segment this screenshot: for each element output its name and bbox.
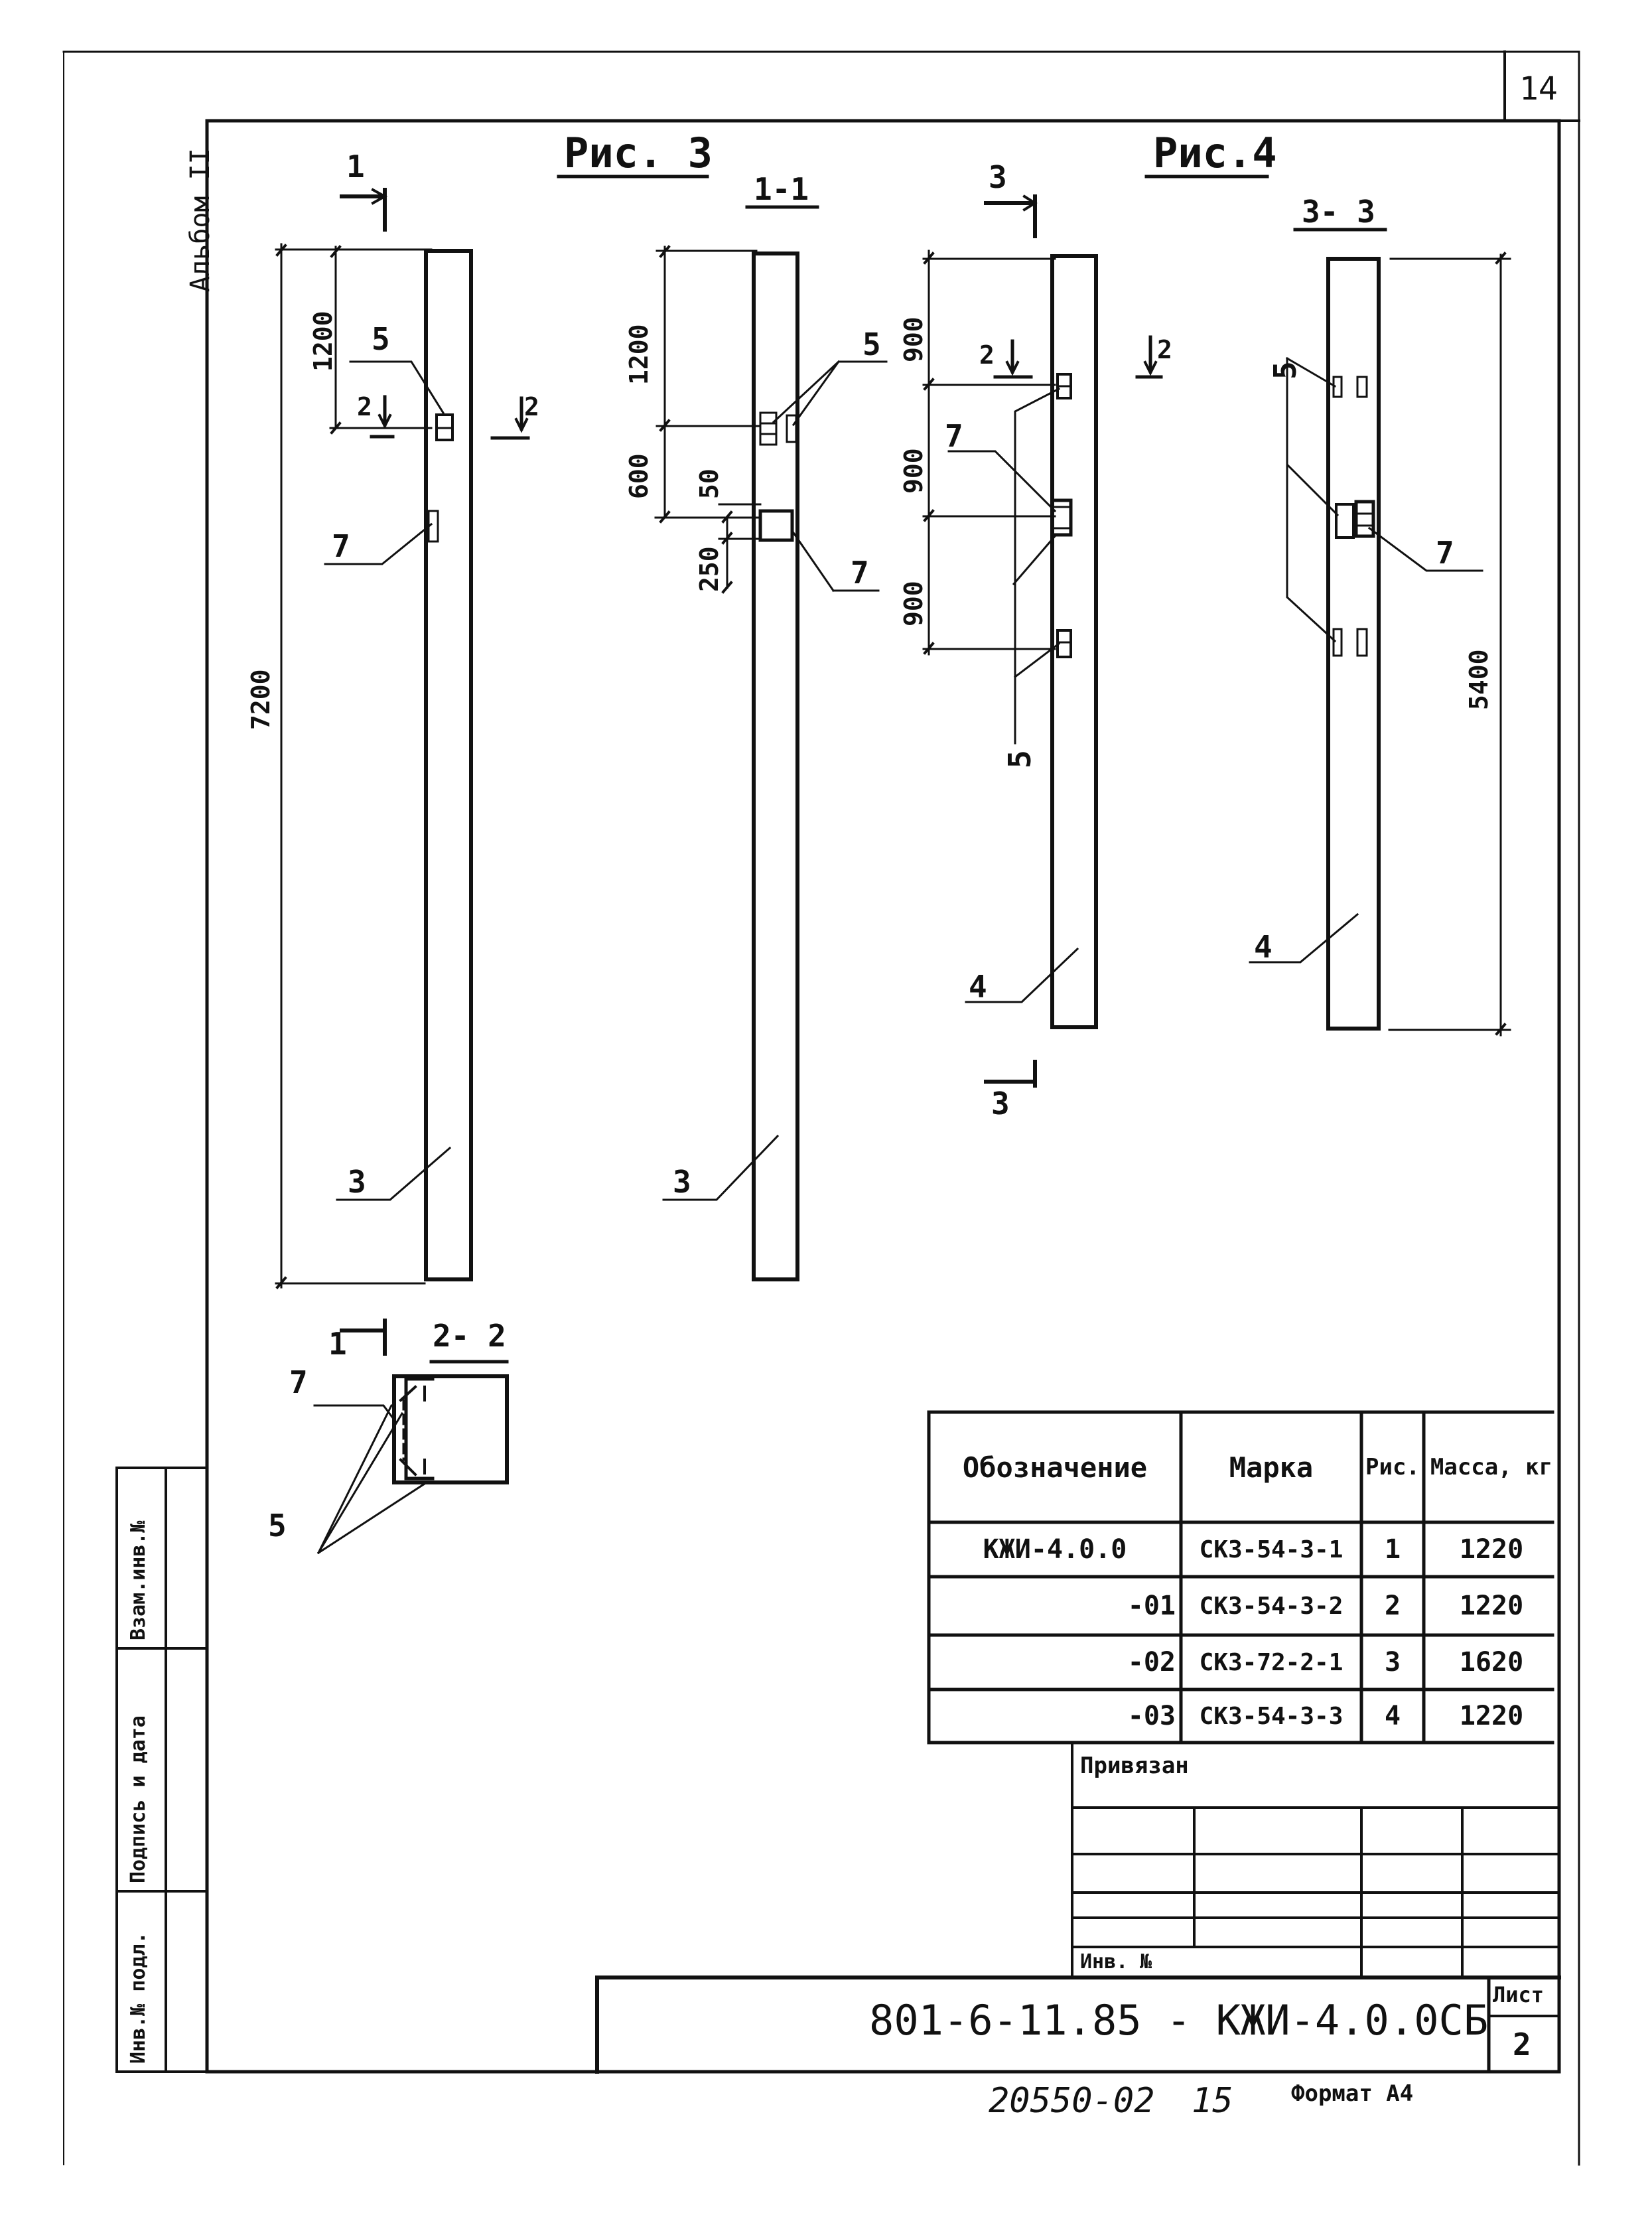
cut-mark-3-top: 3 — [989, 159, 1007, 195]
section-3-3 — [1249, 251, 1511, 1037]
callout-5-fig4: 5 — [1002, 750, 1038, 768]
table-row-1-mark: СКЗ-54-3-1 — [1199, 1536, 1343, 1563]
section-1-1 — [654, 245, 888, 1281]
table-row-2-mass: 1220 — [1459, 1591, 1524, 1621]
table-row-3-fig: 3 — [1384, 1647, 1401, 1678]
sheet-number-box — [1503, 50, 1580, 122]
dim-5400: 5400 — [1464, 649, 1493, 710]
footer-format: Формат А4 — [1291, 2080, 1414, 2107]
callout-5-sec22: 5 — [268, 1508, 287, 1544]
sheet-label: Лист — [1493, 1982, 1545, 2007]
cut-mark-1-bottom: 1 — [328, 1326, 347, 1362]
table-header-mass: Масса, кг — [1430, 1454, 1553, 1480]
table-row-1-fig: 1 — [1384, 1534, 1401, 1565]
section-3-3-title: 3- 3 — [1302, 194, 1375, 230]
outer-frame — [62, 50, 1580, 2166]
inv-label: Инв. № — [1080, 1950, 1152, 1974]
table-row-3-mark: СКЗ-72-2-1 — [1199, 1648, 1343, 1676]
table-header-fig: Рис. — [1365, 1454, 1420, 1480]
table-header-designation: Обозначение — [962, 1451, 1148, 1484]
cut-mark-1-top: 1 — [346, 149, 365, 184]
fig4-column — [922, 194, 1163, 1088]
table-row-2-designation: -01 — [1127, 1591, 1176, 1621]
dim-600: 600 — [624, 453, 654, 499]
table-row-2-mark: СКЗ-54-3-2 — [1199, 1592, 1343, 1620]
callout-7-sec11: 7 — [851, 555, 869, 591]
callout-7-fig4: 7 — [945, 418, 963, 454]
callout-7-sec22: 7 — [289, 1364, 308, 1400]
table-row-1-designation: КЖИ-4.0.0 — [983, 1534, 1127, 1565]
callout-7-sec33: 7 — [1436, 535, 1454, 571]
table-row-4-designation: -03 — [1127, 1701, 1176, 1731]
fig3-title: Рис. 3 — [564, 129, 713, 177]
cut-mark-3-bottom: 3 — [991, 1086, 1010, 1121]
stamp-vzam: Взам.инв.№ — [127, 1520, 150, 1640]
sheet-number: 14 — [1519, 70, 1558, 108]
footer-page: 15 — [1192, 2081, 1233, 2121]
cut-mark-2-fig4-right: 2 — [1157, 335, 1172, 364]
dim-900-c: 900 — [899, 581, 928, 626]
album-label: Альбом II — [185, 148, 216, 292]
dim-900-b: 900 — [899, 448, 928, 494]
dim-900-a: 900 — [899, 317, 928, 362]
document-code: 801-6-11.85 - КЖИ-4.0.0СБ — [869, 1996, 1489, 2045]
cut-mark-2-fig4-left: 2 — [979, 340, 995, 370]
callout-5-sec11: 5 — [862, 326, 881, 362]
fig3-column — [275, 188, 530, 1555]
table-row-4-fig: 4 — [1384, 1701, 1401, 1731]
dim-7200: 7200 — [246, 669, 275, 730]
spec-table-grid — [927, 1410, 1554, 1745]
stamp-inv-podl: Инв.№ подл. — [127, 1932, 150, 2064]
dim-250: 250 — [695, 546, 724, 592]
callout-5-sec33: 5 — [1267, 361, 1303, 380]
callout-5-fig3: 5 — [372, 321, 390, 357]
dim-1200-sec11: 1200 — [624, 324, 654, 385]
stamp-podpis: Подпись и дата — [127, 1715, 150, 1883]
table-header-mark: Марка — [1229, 1451, 1314, 1484]
dim-50: 50 — [695, 468, 724, 499]
dim-1200-fig3: 1200 — [309, 311, 338, 372]
table-row-4-mass: 1220 — [1459, 1701, 1524, 1731]
callout-4-sec33: 4 — [1254, 929, 1273, 965]
fig4-title: Рис.4 — [1153, 129, 1277, 177]
sheet-value: 2 — [1513, 2027, 1531, 2062]
drawing-frame — [205, 119, 1561, 2074]
table-row-4-mark: СКЗ-54-3-3 — [1199, 1702, 1343, 1730]
table-row-3-mass: 1620 — [1459, 1647, 1524, 1678]
table-row-2-fig: 2 — [1384, 1591, 1401, 1621]
callout-3-fig3: 3 — [348, 1164, 366, 1200]
section-2-2-title: 2- 2 — [433, 1318, 506, 1354]
section-1-1-title: 1-1 — [754, 171, 809, 207]
footer-order: 20550-02 — [989, 2081, 1155, 2121]
table-row-3-designation: -02 — [1127, 1647, 1176, 1678]
title-block-grid — [595, 1741, 1561, 2074]
cut-mark-2-right: 2 — [524, 392, 539, 421]
bound-label: Привязан — [1080, 1753, 1189, 1779]
callout-4-fig4: 4 — [969, 969, 987, 1005]
table-row-1-mass: 1220 — [1459, 1534, 1524, 1565]
callout-7-fig3: 7 — [332, 528, 350, 564]
callout-3-sec11: 3 — [673, 1164, 691, 1200]
side-stamp — [115, 1467, 208, 2073]
cut-mark-2-left: 2 — [357, 392, 372, 421]
